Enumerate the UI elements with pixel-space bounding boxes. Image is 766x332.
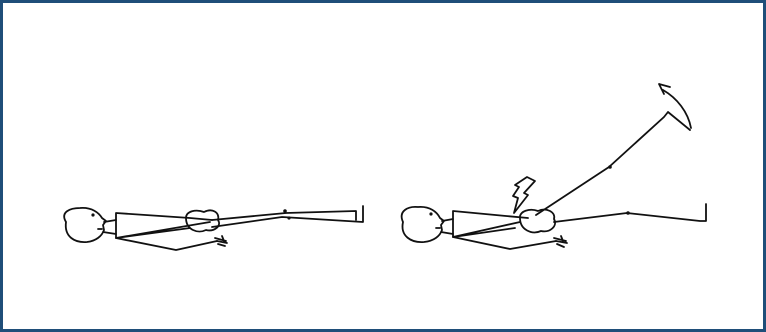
figure-resting: [64, 206, 363, 250]
raised-knee-dot: [608, 165, 612, 169]
neck: [103, 220, 116, 234]
eye: [91, 213, 94, 216]
head: [64, 208, 106, 242]
eye: [429, 212, 432, 215]
flat-leg: [212, 206, 363, 227]
figure-leg-raise: [402, 84, 706, 249]
torso: [116, 213, 212, 238]
lightning-bolt-icon: [513, 177, 535, 213]
raised-leg: [536, 112, 690, 215]
arm: [453, 237, 556, 249]
head: [402, 207, 444, 242]
knee-dot: [626, 211, 630, 215]
neck: [441, 219, 453, 234]
torso: [453, 211, 528, 237]
curved-arrow-icon: [663, 90, 691, 128]
flat-leg: [554, 204, 706, 222]
knee-dot: [283, 209, 287, 213]
knee-dot-lower: [287, 216, 290, 219]
hand: [554, 236, 567, 247]
arm: [116, 238, 217, 250]
hand: [215, 236, 227, 246]
fist: [186, 210, 219, 231]
